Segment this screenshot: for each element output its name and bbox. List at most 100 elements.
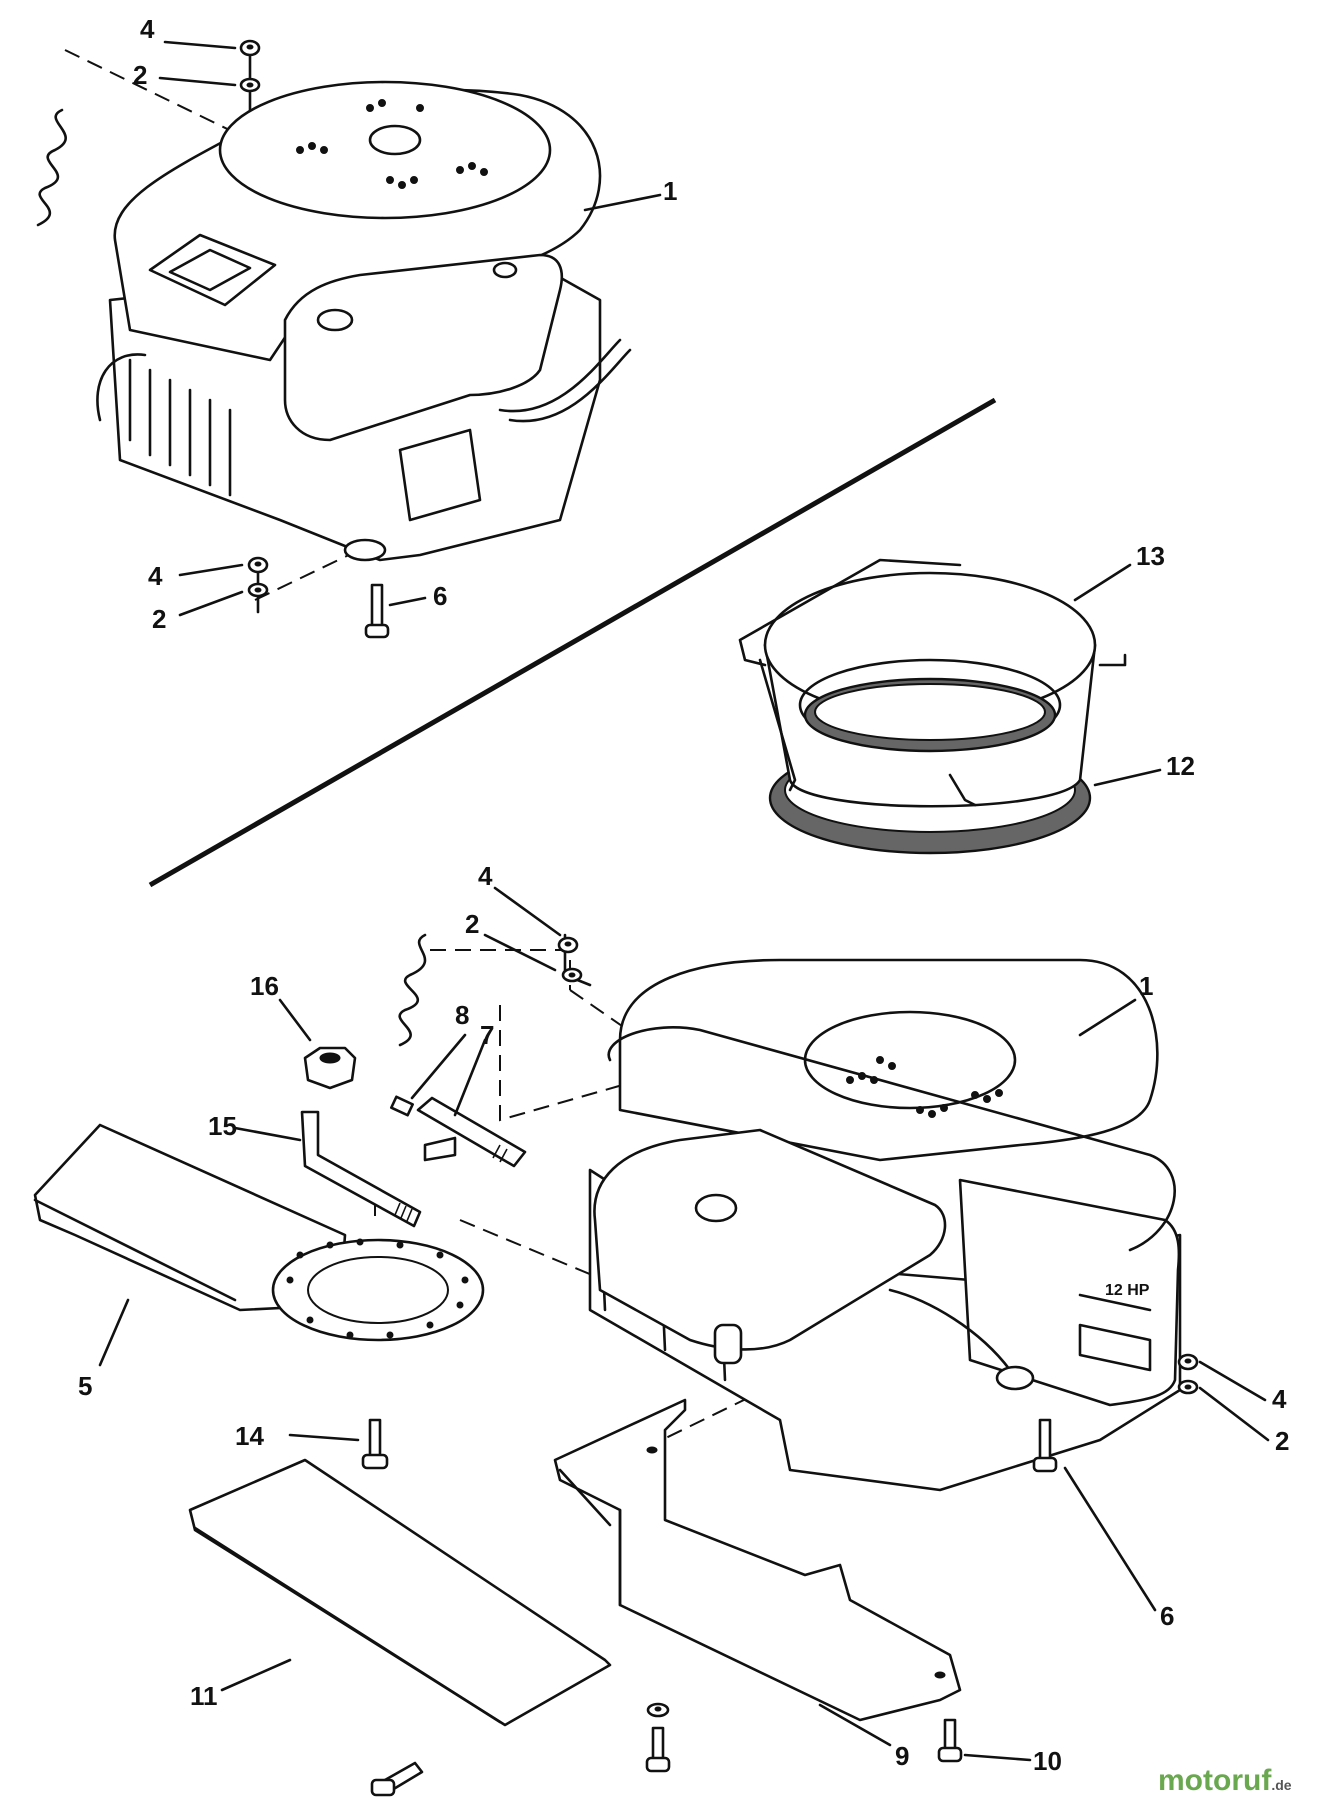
upper-engine-fins — [128, 358, 232, 497]
lower-spark-wire — [888, 1288, 1012, 1372]
upper-leader-1 — [583, 193, 662, 212]
cover-plate-11-edge — [193, 1526, 502, 1724]
air-cleaner-assembly: 13 12 — [738, 541, 1195, 855]
lower-leader-11 — [220, 1658, 292, 1692]
upper-leader-4-top — [163, 40, 237, 50]
lower-leader-16 — [278, 998, 312, 1042]
plug-8 — [390, 1095, 414, 1117]
watermark-suffix: .de — [1271, 1777, 1291, 1793]
upper-name-plate — [148, 233, 277, 307]
elbow-15-threads — [394, 1202, 413, 1222]
upper-leader-4-bottom — [178, 563, 244, 577]
lower-leader-2-right — [1198, 1386, 1270, 1442]
lower-washer-2-right — [1177, 1379, 1199, 1395]
section-divider-line — [148, 397, 997, 888]
watermark: motoruf.de — [1158, 1764, 1292, 1797]
lower-washer-bottom — [646, 1702, 670, 1718]
elbow-15 — [300, 1110, 422, 1228]
callout-4-upper-bottom: 4 — [148, 561, 163, 591]
callout-1-lower: 1 — [1139, 971, 1153, 1001]
upper-washer-2-top — [239, 77, 261, 93]
callout-2-lower-top: 2 — [465, 909, 479, 939]
air-cleaner-bracket-left — [758, 658, 797, 792]
lower-leader-15 — [233, 1126, 302, 1142]
fitting-nut-16-bore — [319, 1052, 341, 1064]
lower-fuel-line — [607, 1026, 1176, 1252]
lower-flywheel-screen — [803, 1010, 1017, 1110]
callout-6-lower: 6 — [1160, 1601, 1174, 1631]
upper-connector-line — [64, 49, 251, 141]
upper-leader-2-bottom — [178, 590, 244, 617]
pipe-7-tab — [423, 1136, 457, 1162]
upper-bolt-6 — [364, 583, 390, 639]
upper-leader-6 — [388, 596, 427, 607]
watermark-brand: motoruf — [1158, 1764, 1272, 1797]
bracket-9-fold — [558, 1468, 622, 1607]
lower-wire-coil — [398, 933, 427, 1047]
lower-leader-4-top — [493, 886, 562, 937]
upper-flywheel-cover — [218, 80, 552, 220]
lower-leader-7 — [453, 1038, 487, 1117]
pipe-7-threads — [492, 1144, 508, 1163]
callout-10: 10 — [1033, 1746, 1062, 1776]
lower-connector-mid — [499, 1005, 641, 1122]
lower-connector-top — [430, 949, 571, 990]
callout-4-upper-top: 4 — [140, 14, 155, 44]
upper-nut-4-top — [239, 39, 261, 57]
flange-bolt-holes — [286, 1238, 469, 1339]
upper-spark-wire — [96, 353, 147, 422]
bolt-14 — [361, 1418, 389, 1470]
air-cleaner-bracket — [738, 558, 1127, 667]
callout-4-lower-top: 4 — [478, 861, 493, 891]
lower-hp-decal: 12 HP — [1105, 1282, 1150, 1299]
air-cleaner-bracket-tab — [948, 773, 977, 807]
lower-leader-9 — [818, 1703, 892, 1747]
callout-12: 12 — [1166, 751, 1195, 781]
upper-flywheel-hub — [368, 124, 422, 156]
leader-13 — [1073, 563, 1132, 602]
lower-engine-assembly: 12 HP — [33, 861, 1289, 1797]
bracket-9-hole-a — [646, 1446, 658, 1454]
upper-wire-coil — [36, 108, 67, 227]
cover-plate-11 — [188, 1458, 612, 1727]
callout-5: 5 — [78, 1371, 92, 1401]
callout-2-lower-right: 2 — [1275, 1426, 1289, 1456]
callout-4-lower-right: 4 — [1272, 1384, 1287, 1414]
lower-leader-1 — [1078, 998, 1137, 1037]
lower-fuel-cap — [694, 1193, 738, 1223]
upper-filler-plug — [492, 261, 518, 279]
watermark-text: motoruf.de — [1158, 1764, 1292, 1797]
lower-decal-strip — [1078, 1293, 1152, 1312]
upper-base-mount — [343, 538, 387, 562]
upper-screen-holes — [296, 99, 488, 189]
air-cleaner-filter-hole — [814, 683, 1046, 741]
lower-connector-pan — [459, 1219, 701, 1321]
lower-leader-4-right — [1198, 1360, 1267, 1402]
callout-8: 8 — [455, 1000, 469, 1030]
upper-fuel-line-outer — [508, 348, 632, 423]
lower-leader-2-top — [483, 933, 557, 972]
upper-engine-assembly: 4 2 1 4 2 6 — [36, 14, 677, 639]
lower-spark-boot — [995, 1365, 1035, 1391]
upper-name-plate-logo — [168, 248, 252, 292]
lower-leader-6 — [1063, 1466, 1157, 1612]
bracket-9-hole-b — [934, 1671, 946, 1679]
lower-nut-4-top — [557, 936, 579, 954]
callout-15: 15 — [208, 1111, 237, 1141]
fitting-nut-16 — [303, 1046, 357, 1090]
lower-leader-10 — [963, 1753, 1032, 1762]
callout-1-upper: 1 — [663, 176, 677, 206]
callout-2-upper-bottom: 2 — [152, 604, 166, 634]
callout-13: 13 — [1136, 541, 1165, 571]
upper-fuel-line — [498, 338, 622, 413]
callout-16: 16 — [250, 971, 279, 1001]
lower-leader-8 — [410, 1033, 467, 1100]
flange-ring-hole — [307, 1256, 449, 1324]
upper-fuel-tank — [283, 253, 564, 442]
callout-14: 14 — [235, 1421, 264, 1451]
lower-washer-2-top — [561, 967, 583, 983]
upper-leader-2-top — [158, 76, 237, 87]
lower-nut-4-right — [1177, 1353, 1199, 1371]
screw-11 — [370, 1761, 424, 1797]
